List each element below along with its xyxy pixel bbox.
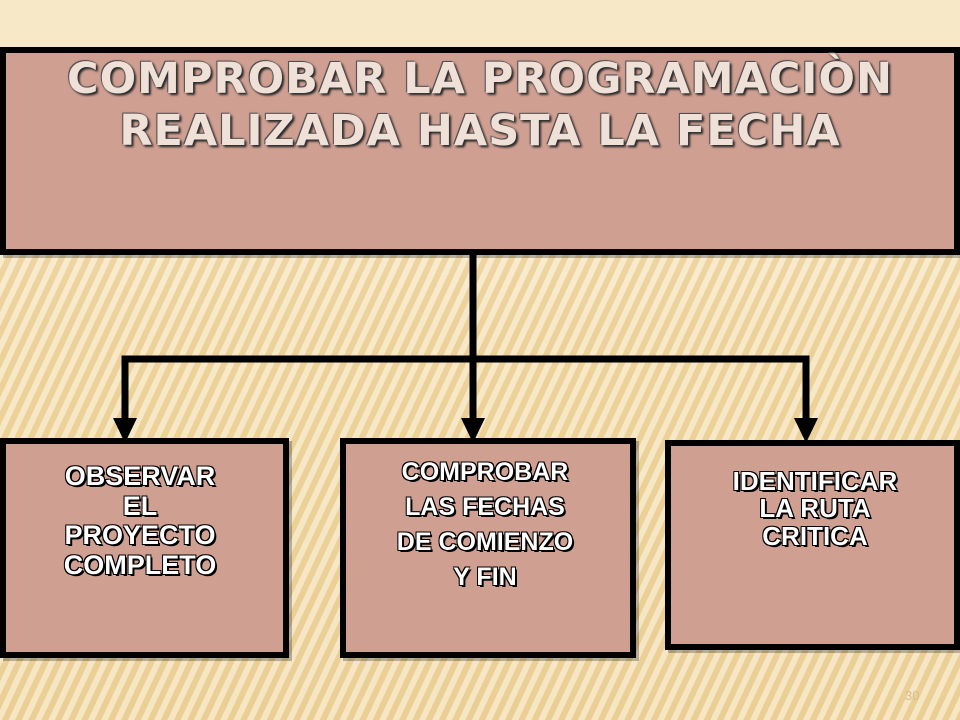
child-node-box-identificar	[665, 440, 960, 650]
top-band	[0, 0, 960, 48]
page-number: 30	[905, 688, 920, 703]
branch-bar	[121, 355, 810, 422]
arrow-left	[113, 418, 137, 443]
child-node-box-comprobar	[340, 438, 636, 658]
child-node-label-comprobar: COMPROBAR LAS FECHAS DE COMIENZO Y FIN	[396, 458, 574, 591]
root-node-title: COMPROBAR LA PROGRAMACIÒN REALIZADA HAST…	[67, 54, 893, 156]
root-node-box	[0, 47, 960, 255]
child-node-label-identificar: IDENTIFICAR LA RUTA CRITICA	[732, 466, 898, 551]
arrow-mid	[461, 418, 485, 443]
child-node-box-observar	[0, 438, 289, 658]
arrow-right	[794, 418, 818, 443]
child-node-label-observar: OBSERVAR EL PROYECTO COMPLETO	[63, 461, 217, 581]
